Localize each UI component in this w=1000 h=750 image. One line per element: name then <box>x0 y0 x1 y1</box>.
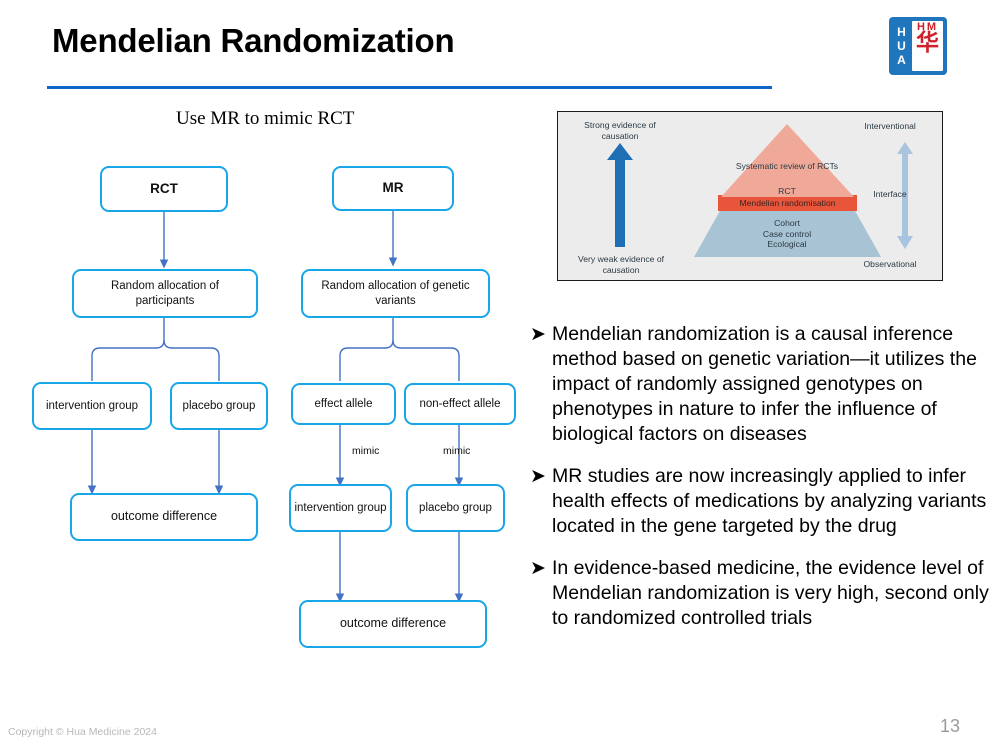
flow-box-mr-outcome-difference[interactable]: outcome difference <box>299 600 487 648</box>
flow-box-rct-root[interactable]: RCT <box>100 166 228 212</box>
label-interface: Interface <box>873 189 907 199</box>
company-logo: H U A HM 华 <box>889 17 947 75</box>
flow-box-rct-allocation[interactable]: Random allocation of participants <box>72 269 258 318</box>
bullet-list: ➤ Mendelian randomization is a causal in… <box>530 322 992 647</box>
logo-hua-letters: H U A <box>893 21 910 71</box>
pyramid-band-mendelian <box>718 195 857 211</box>
page-title: Mendelian Randomization <box>52 22 455 59</box>
label-very-weak-evidence: Very weak evidence of causation <box>578 254 664 275</box>
flow-box-mr-effect-allele[interactable]: effect allele <box>291 383 396 425</box>
label-interventional: Interventional <box>864 121 916 131</box>
flow-box-mr-allocation[interactable]: Random allocation of genetic variants <box>301 269 490 318</box>
title-underline-rule <box>47 86 772 89</box>
label-case-control: Case control <box>762 228 812 239</box>
bullet-text-3: In evidence-based medicine, the evidence… <box>552 556 989 629</box>
bullet-arrow-icon: ➤ <box>530 556 546 579</box>
list-item: ➤ Mendelian randomization is a causal in… <box>530 322 992 447</box>
label-ecological: Ecological <box>767 239 807 250</box>
flow-box-rct-placebo-group[interactable]: placebo group <box>170 382 268 430</box>
list-item: ➤ MR studies are now increasingly applie… <box>530 464 992 539</box>
label-mendelian-randomisation: Mendelian randomisation <box>739 198 836 208</box>
label-pyramid-rct: RCT <box>778 186 796 196</box>
logo-hm-panel: HM 华 <box>912 21 943 71</box>
evidence-pyramid-figure: Strong evidence of causation Very weak e… <box>557 111 943 281</box>
label-strong-evidence: Strong evidence of causation <box>584 120 656 141</box>
logo-chinese-character-icon: 华 <box>916 30 939 56</box>
pyramid-base-observational <box>694 209 881 257</box>
copyright-notice: Copyright © Hua Medicine 2024 <box>8 726 157 738</box>
evidence-pyramid-svg <box>607 124 913 257</box>
flow-box-rct-intervention-group[interactable]: intervention group <box>32 382 152 430</box>
flow-box-mr-root[interactable]: MR <box>332 166 454 211</box>
flow-label-mimic-left: mimic <box>352 445 380 457</box>
flow-box-mr-non-effect-allele[interactable]: non-effect allele <box>404 383 516 425</box>
pyramid-top-interventional <box>721 124 854 197</box>
flow-box-rct-outcome-difference[interactable]: outcome difference <box>70 493 258 541</box>
logo-hm-letters: HM <box>916 21 939 33</box>
logo-letter-u: U <box>897 38 906 53</box>
bullet-text-2: MR studies are now increasingly applied … <box>552 464 987 537</box>
label-observational: Observational <box>863 259 917 269</box>
flowchart-heading: Use MR to mimic RCT <box>176 108 355 129</box>
label-systematic-review-of-rcts: Systematic review of RCTs <box>735 161 839 171</box>
flow-label-mimic-right: mimic <box>443 445 471 457</box>
flow-box-mr-placebo-group[interactable]: placebo group <box>406 484 505 532</box>
bullet-text-1: Mendelian randomization is a causal infe… <box>552 323 977 445</box>
bullet-arrow-icon: ➤ <box>530 464 546 487</box>
strong-evidence-arrow-icon <box>607 143 633 247</box>
bullet-arrow-icon: ➤ <box>530 323 546 345</box>
logo-letter-h: H <box>897 24 906 39</box>
label-pyramid-observational-designs: Cohort Case control Ecological <box>722 218 852 250</box>
label-cohort: Cohort <box>774 218 800 228</box>
flow-box-mr-intervention-group[interactable]: intervention group <box>289 484 392 532</box>
logo-letter-a: A <box>897 53 906 68</box>
interventional-observational-arrow-icon <box>897 142 913 249</box>
list-item: ➤ In evidence-based medicine, the eviden… <box>530 556 992 631</box>
page-number: 13 <box>940 716 961 736</box>
